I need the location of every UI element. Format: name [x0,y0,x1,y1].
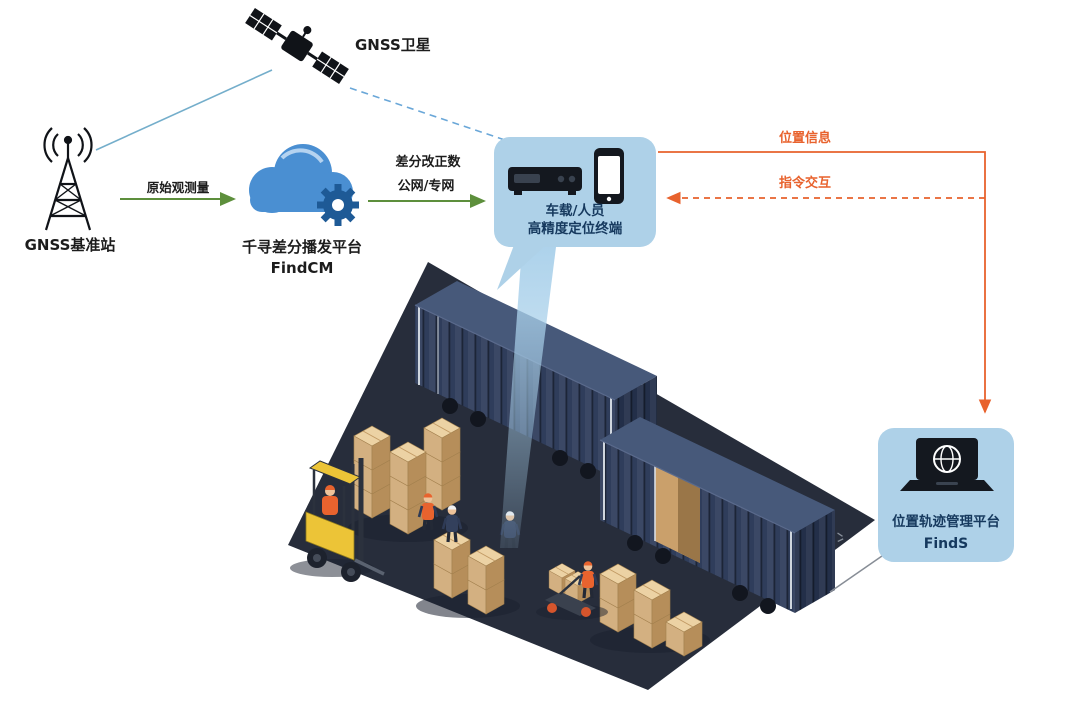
laptop-globe-icon [900,438,994,491]
pallet-truck-icon [536,563,608,620]
cloud-platform-name: 千寻差分播发平台 [241,238,362,256]
forklift-icon [290,458,385,582]
receiver-icon [508,167,582,195]
terminal-label-line1: 车载/人员 [545,203,605,219]
base-station-icon [43,127,93,231]
correction-label-line1: 差分改正数 [395,155,461,170]
management-platform-product: FindS [923,536,969,552]
management-platform-node [878,428,1014,562]
satellite-to-terminal-link [349,87,506,141]
satellite-icon [245,7,349,85]
satellite-to-base-link [95,69,273,151]
platform-connector-line [829,555,883,593]
smartphone-icon [594,148,624,204]
command-interaction-label: 指令交互 [778,176,831,191]
terminal-label-line2: 高精度定位终端 [527,221,623,237]
position-info-label: 位置信息 [778,131,831,146]
satellite-label: GNSS卫星 [355,36,431,54]
terminal-node [494,137,656,290]
warehouse-scene [288,262,875,690]
gear-icon [317,184,359,226]
correction-label-line2: 公网/专网 [397,179,455,194]
raw-observation-label: 原始观测量 [146,180,210,195]
pallet-stack-middle [416,529,520,618]
management-platform-name: 位置轨迹管理平台 [892,514,1000,530]
position-info-line [658,151,992,414]
pallet-stack-right [590,563,710,657]
positioning-beam [500,247,556,548]
cloud-platform-product: FindCM [270,259,334,277]
base-station-label: GNSS基准站 [24,236,116,254]
container-2 [599,417,835,614]
pallet-stack-left [348,417,468,542]
